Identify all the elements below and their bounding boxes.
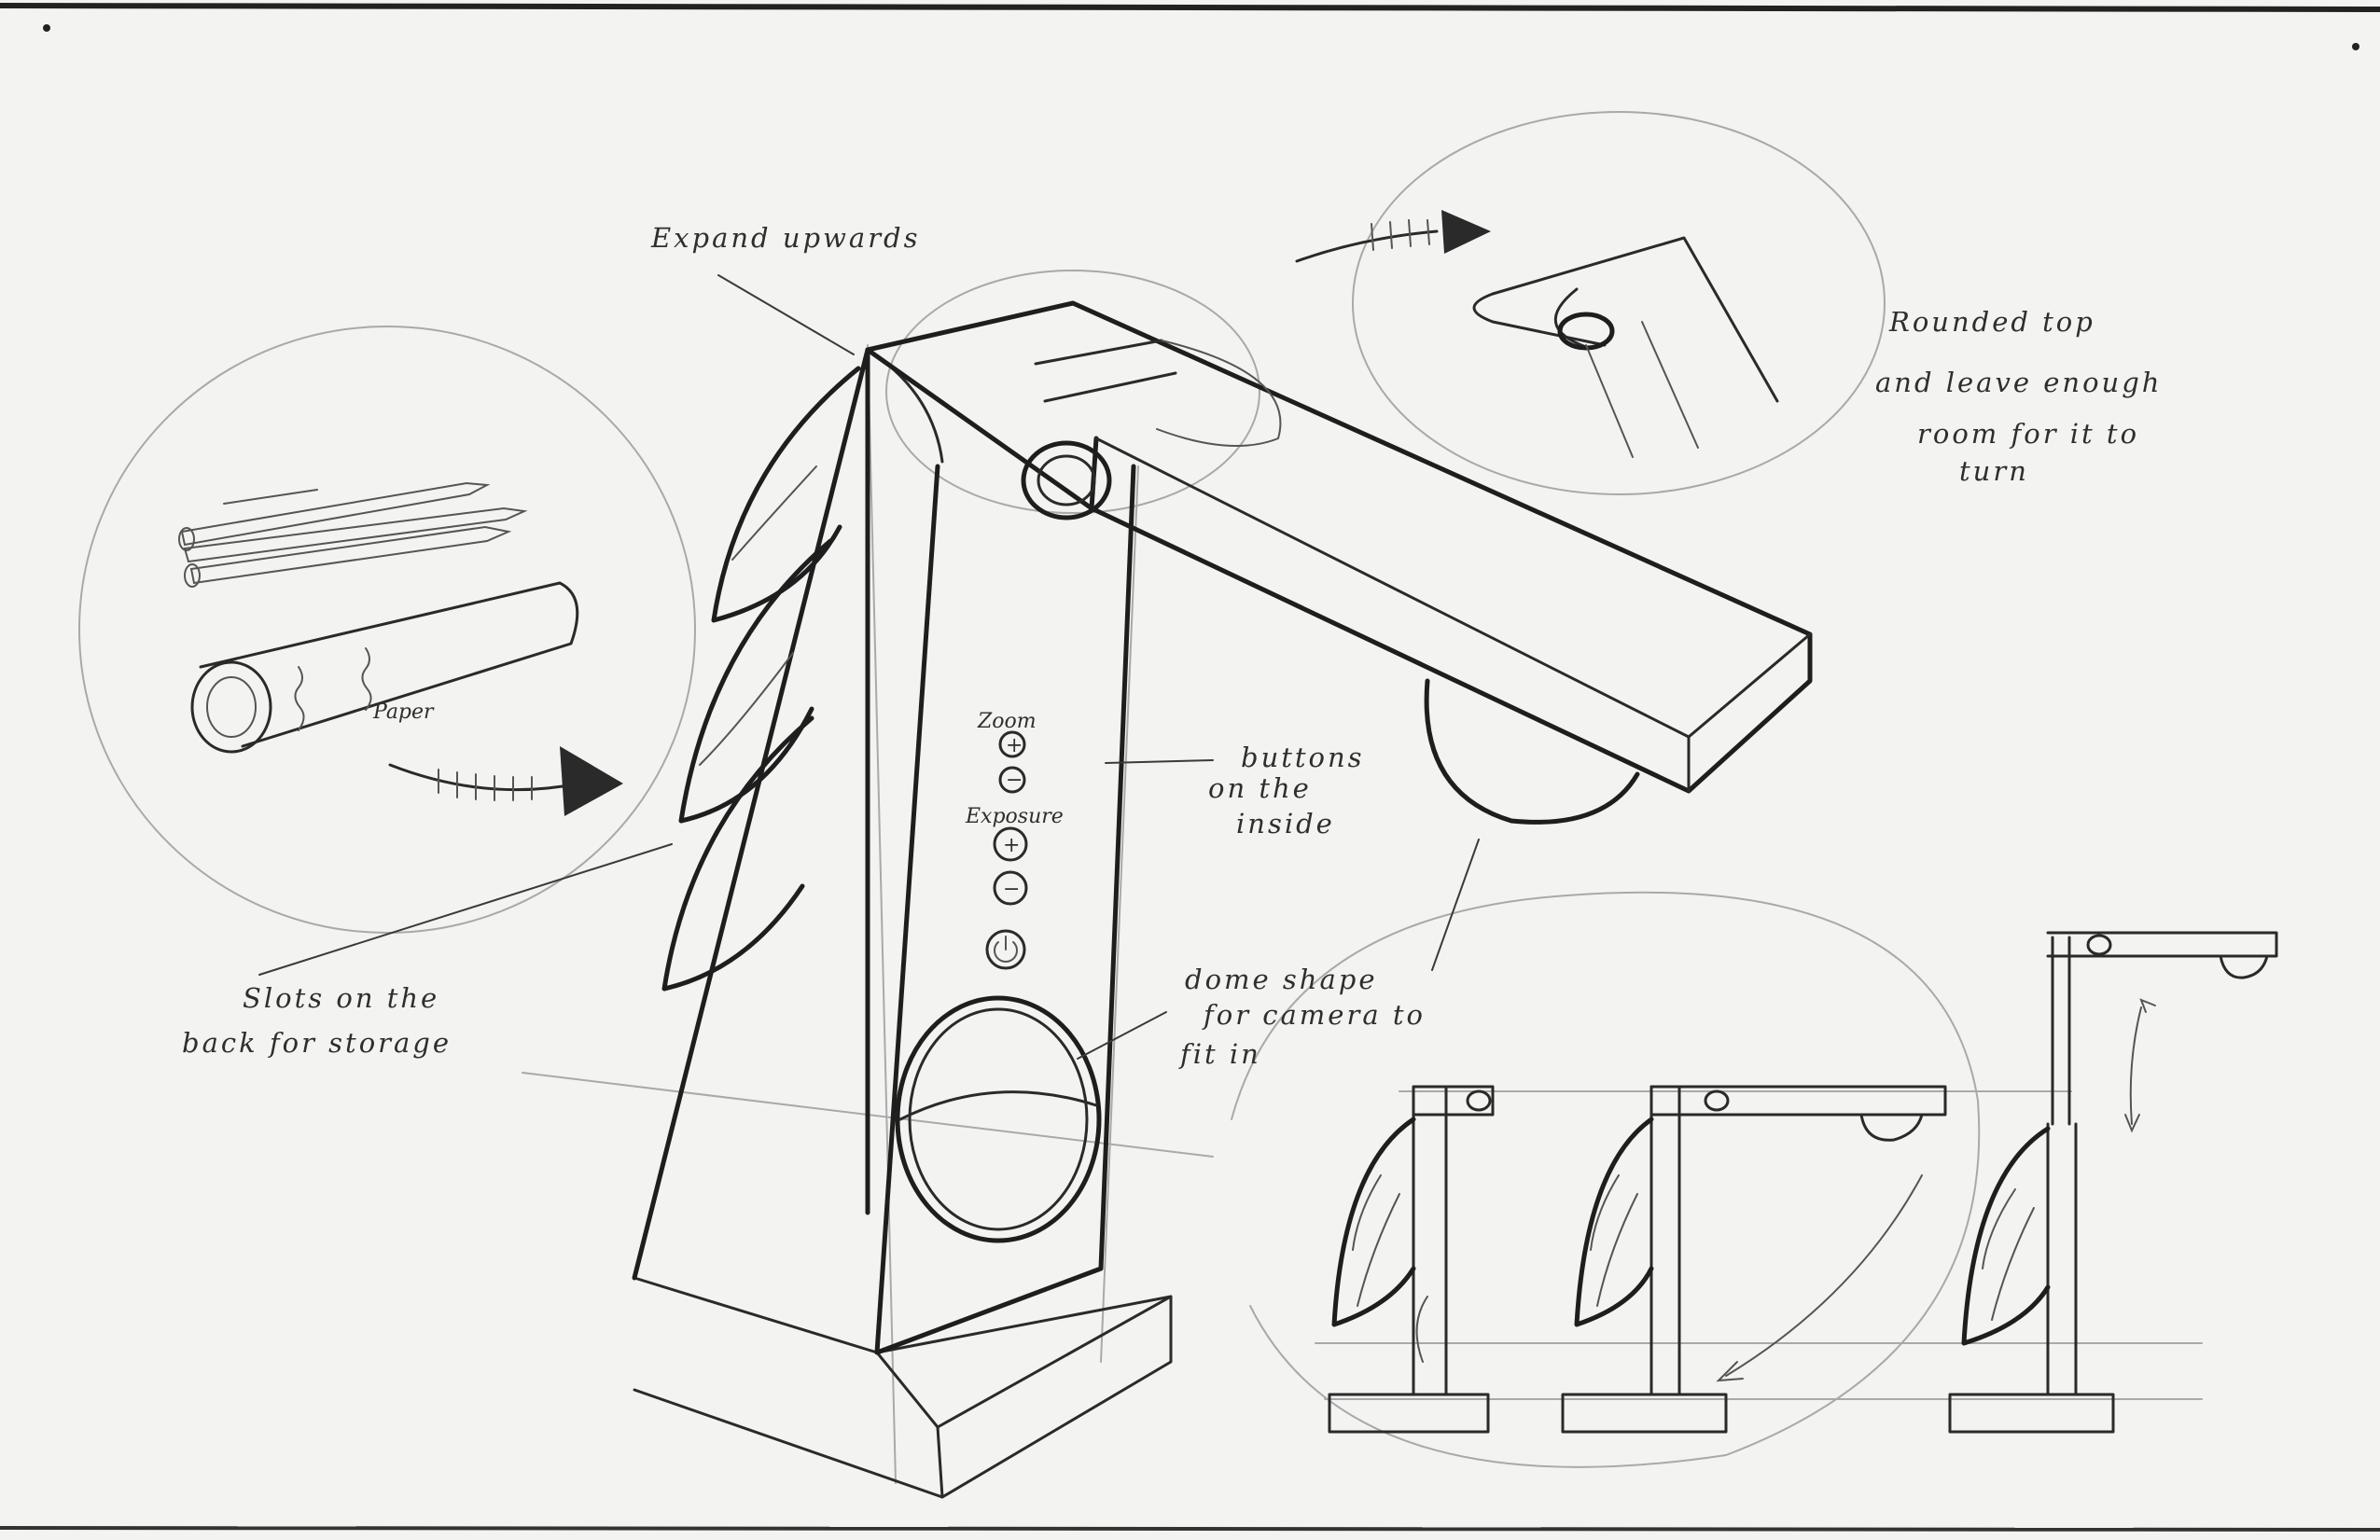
note-dome-1: dome shape <box>1185 964 1377 995</box>
pencils-sketch <box>178 481 528 588</box>
dome-cavity <box>895 995 1102 1243</box>
note-slots-2: back for storage <box>182 1027 452 1059</box>
zoom-out-symbol: − <box>1006 769 1023 792</box>
main-device-sketch <box>522 270 1813 1499</box>
paper-border <box>0 3 2380 1532</box>
rotation-arrow-icon <box>1295 210 1491 263</box>
side-view-transition-arrow-icon <box>1716 1174 1923 1382</box>
note-buttons-1: buttons <box>1241 742 1365 773</box>
note-dome-2: for camera to <box>1202 999 1426 1031</box>
zoom-in-button[interactable]: + <box>998 730 1026 758</box>
hinge-knob-icon <box>1021 440 1112 520</box>
paper-label: Paper <box>372 701 435 724</box>
rotation-detail-bubble <box>1295 111 1886 495</box>
storage-detail-bubble: Paper <box>78 326 696 934</box>
note-dome-3: fit in <box>1178 1038 1261 1070</box>
storage-slots <box>661 366 861 992</box>
note-rounded-top-1: Rounded top <box>1888 306 2095 338</box>
leader-lines <box>258 274 1480 1060</box>
note-rounded-top-3: room for it to <box>1917 418 2139 450</box>
note-slots-1: Slots on the <box>243 982 439 1014</box>
notes: Expand upwards Rounded top and leave eno… <box>182 222 2162 1070</box>
camera-dome-icon <box>1424 678 1640 825</box>
extend-arrow-icon <box>2124 998 2156 1133</box>
device-column <box>632 347 1136 1355</box>
paper-roll-sketch <box>190 581 579 754</box>
control-panel: Zoom + − Exposure + − <box>965 710 1064 970</box>
exposure-up-symbol: + <box>1003 834 1020 857</box>
side-view-extended <box>1948 931 2278 1434</box>
side-view-bubble <box>1231 891 2203 1468</box>
zoom-out-button[interactable]: − <box>998 766 1026 794</box>
exposure-down-symbol: − <box>1003 878 1020 901</box>
note-buttons-2: on the <box>1208 772 1312 804</box>
power-button[interactable] <box>985 929 1026 970</box>
power-icon <box>994 936 1018 963</box>
exposure-label: Exposure <box>965 805 1064 828</box>
note-rounded-top-4: turn <box>1959 455 2029 487</box>
note-expand-upwards: Expand upwards <box>650 222 921 254</box>
exposure-down-button[interactable]: − <box>993 870 1028 906</box>
side-view-open <box>1561 1085 1947 1434</box>
exposure-up-button[interactable]: + <box>993 826 1028 862</box>
zoom-label: Zoom <box>977 710 1037 733</box>
zoom-in-symbol: + <box>1006 734 1023 757</box>
storage-arrow-icon <box>388 746 623 816</box>
device-base <box>633 1276 1173 1499</box>
note-buttons-3: inside <box>1236 808 1335 839</box>
side-view-closed <box>1328 1085 1495 1434</box>
note-rounded-top-2: and leave enough <box>1875 367 2162 398</box>
